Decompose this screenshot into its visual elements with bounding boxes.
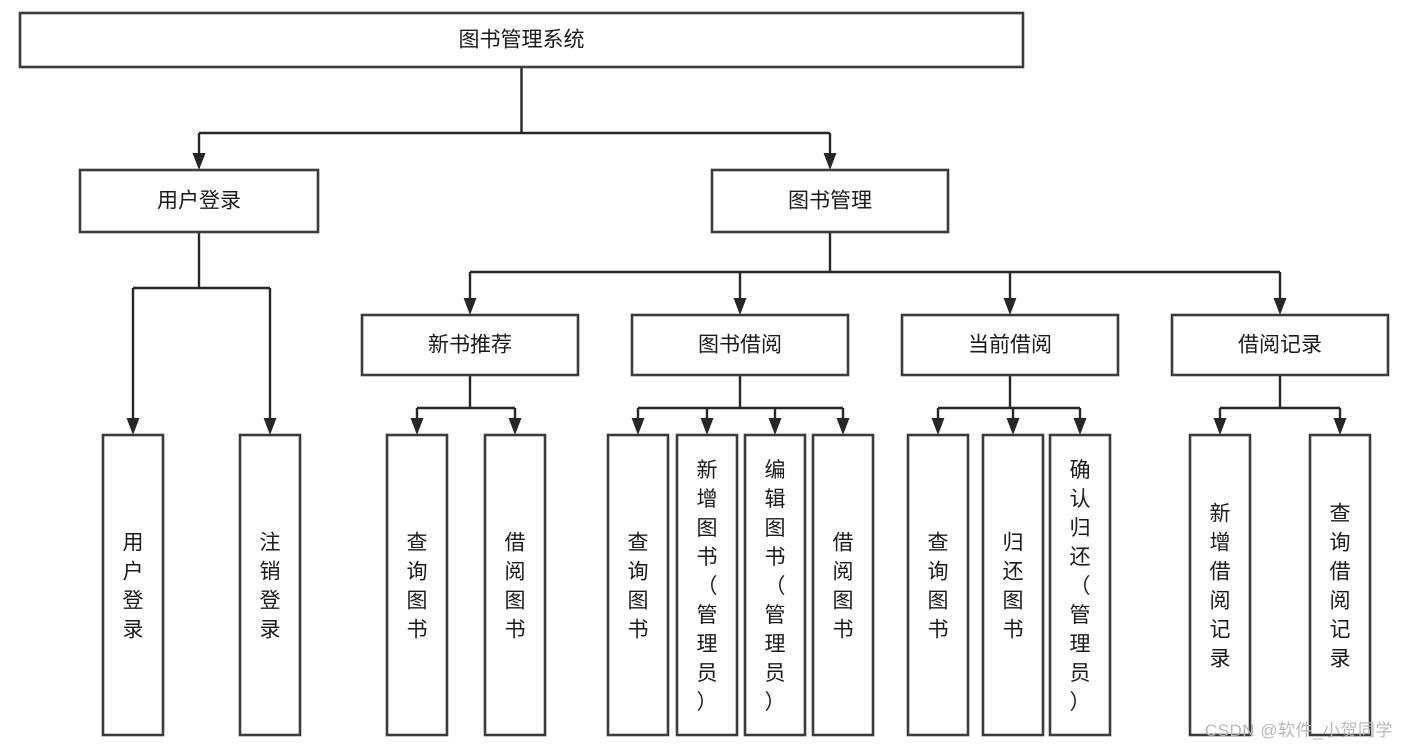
node-label-book-borrow: 图书借阅	[698, 334, 782, 357]
arrow-head-leaf-borrow-book-2	[836, 418, 850, 435]
arrow-head-new-book-rec	[463, 298, 477, 315]
node-box-leaf-add-record[interactable]	[1188, 433, 1252, 737]
arrow-head-borrow-record	[1273, 298, 1287, 315]
arrow-head-leaf-confirm-return	[1073, 418, 1087, 435]
node-root[interactable]: 图书管理系统	[18, 11, 1025, 69]
node-label-leaf-borrow-book-1: 借阅图书	[505, 532, 526, 642]
node-leaf-query-book-1[interactable]: 查询图书	[385, 433, 449, 737]
arrow-head-leaf-add-book	[700, 418, 714, 435]
arrow-head-leaf-return-book	[1006, 418, 1020, 435]
node-box-leaf-query-book-3[interactable]	[906, 433, 970, 737]
node-leaf-add-record[interactable]: 新增借阅记录	[1188, 433, 1252, 737]
node-box-new-book-rec[interactable]	[360, 313, 580, 377]
node-label-leaf-add-book: 新增图书（管理员）	[697, 459, 718, 714]
node-box-user-login[interactable]	[78, 168, 320, 234]
node-book-borrow[interactable]: 图书借阅	[630, 313, 850, 377]
node-box-leaf-query-record[interactable]	[1308, 433, 1372, 737]
node-user-login[interactable]: 用户登录	[78, 168, 320, 234]
node-box-leaf-add-book[interactable]	[675, 433, 739, 737]
node-label-book-manage: 图书管理	[788, 190, 872, 213]
node-new-book-rec[interactable]: 新书推荐	[360, 313, 580, 377]
node-label-leaf-user-login: 用户登录	[123, 532, 144, 642]
node-leaf-return-book[interactable]: 归还图书	[981, 433, 1045, 737]
node-box-current-borrow[interactable]	[900, 313, 1120, 377]
arrow-head-leaf-query-book-3	[931, 418, 945, 435]
node-label-leaf-add-record: 新增借阅记录	[1210, 503, 1231, 671]
arrow-head-leaf-user-logout	[263, 418, 277, 435]
node-current-borrow[interactable]: 当前借阅	[900, 313, 1120, 377]
node-book-manage[interactable]: 图书管理	[710, 168, 950, 234]
node-leaf-query-book-2[interactable]: 查询图书	[606, 433, 670, 737]
node-box-leaf-query-book-1[interactable]	[385, 433, 449, 737]
node-box-leaf-confirm-return[interactable]	[1048, 433, 1112, 737]
node-box-leaf-query-book-2[interactable]	[606, 433, 670, 737]
arrow-head-leaf-edit-book	[768, 418, 782, 435]
node-label-leaf-query-book-2: 查询图书	[628, 532, 649, 642]
node-box-book-manage[interactable]	[710, 168, 950, 234]
node-label-current-borrow: 当前借阅	[968, 334, 1052, 357]
node-box-leaf-return-book[interactable]	[981, 433, 1045, 737]
watermark-text: CSDN @软件_小贺同学	[1204, 721, 1393, 740]
node-borrow-record[interactable]: 借阅记录	[1170, 313, 1390, 377]
node-box-leaf-user-logout[interactable]	[238, 433, 302, 737]
node-leaf-edit-book[interactable]: 编辑图书（管理员）	[743, 433, 807, 737]
node-leaf-borrow-book-1[interactable]: 借阅图书	[483, 433, 547, 737]
node-label-user-login: 用户登录	[157, 190, 241, 213]
arrow-head-user-login	[192, 153, 206, 170]
node-box-borrow-record[interactable]	[1170, 313, 1390, 377]
node-leaf-borrow-book-2[interactable]: 借阅图书	[811, 433, 875, 737]
node-leaf-confirm-return[interactable]: 确认归还（管理员）	[1048, 433, 1112, 737]
node-leaf-user-logout[interactable]: 注销登录	[238, 433, 302, 737]
node-label-leaf-edit-book: 编辑图书（管理员）	[765, 459, 786, 714]
arrow-head-leaf-query-record	[1333, 418, 1347, 435]
node-box-leaf-edit-book[interactable]	[743, 433, 807, 737]
node-box-leaf-borrow-book-2[interactable]	[811, 433, 875, 737]
node-box-leaf-user-login[interactable]	[101, 433, 165, 737]
arrow-head-book-borrow	[733, 298, 747, 315]
node-label-leaf-borrow-book-2: 借阅图书	[833, 532, 854, 642]
node-label-leaf-return-book: 归还图书	[1003, 532, 1024, 642]
arrow-head-leaf-borrow-book-1	[508, 418, 522, 435]
arrow-head-leaf-add-record	[1213, 418, 1227, 435]
arrow-head-leaf-query-book-2	[631, 418, 645, 435]
node-label-leaf-confirm-return: 确认归还（管理员）	[1070, 459, 1091, 714]
node-box-leaf-borrow-book-1[interactable]	[483, 433, 547, 737]
node-label-new-book-rec: 新书推荐	[428, 334, 512, 357]
node-label-leaf-query-book-3: 查询图书	[928, 532, 949, 642]
node-leaf-user-login[interactable]: 用户登录	[101, 433, 165, 737]
node-box-root[interactable]	[18, 11, 1025, 69]
node-label-borrow-record: 借阅记录	[1238, 334, 1322, 357]
arrow-head-book-manage	[823, 153, 837, 170]
node-label-leaf-query-book-1: 查询图书	[407, 532, 428, 642]
node-leaf-query-book-3[interactable]: 查询图书	[906, 433, 970, 737]
arrow-head-leaf-query-book-1	[410, 418, 424, 435]
node-label-leaf-user-logout: 注销登录	[260, 532, 281, 642]
node-leaf-query-record[interactable]: 查询借阅记录	[1308, 433, 1372, 737]
node-leaf-add-book[interactable]: 新增图书（管理员）	[675, 433, 739, 737]
node-label-root: 图书管理系统	[459, 29, 585, 52]
node-box-book-borrow[interactable]	[630, 313, 850, 377]
arrow-head-current-borrow	[1003, 298, 1017, 315]
node-label-leaf-query-record: 查询借阅记录	[1330, 503, 1351, 671]
arrow-head-leaf-user-login	[126, 418, 140, 435]
connectors-layer	[126, 67, 1347, 435]
nodes-layer: 图书管理系统用户登录图书管理新书推荐图书借阅当前借阅借阅记录用户登录注销登录查询…	[18, 11, 1390, 737]
